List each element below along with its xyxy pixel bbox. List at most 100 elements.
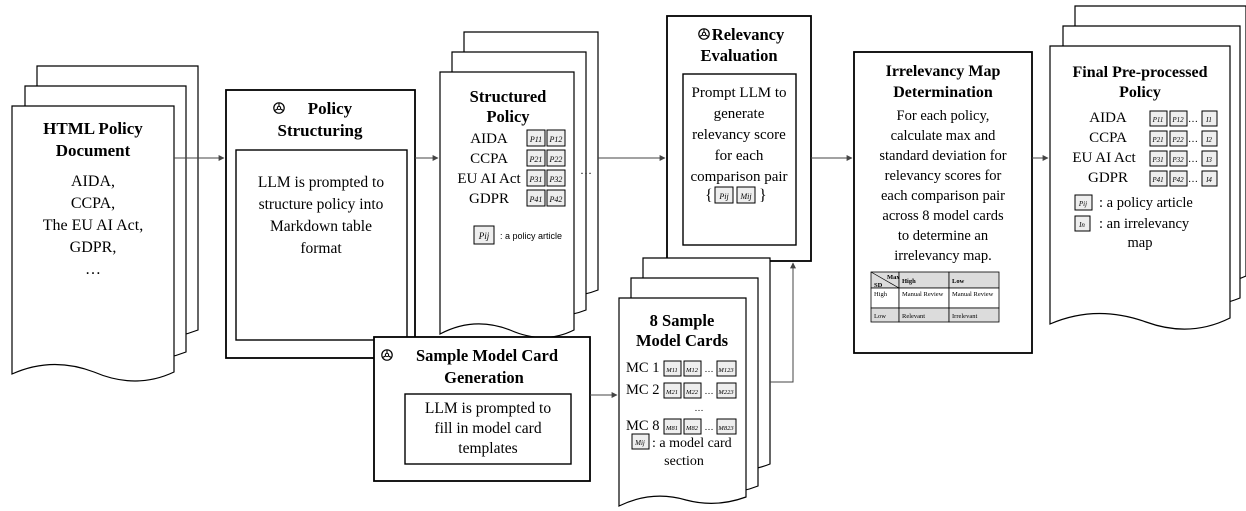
smc-cell: M123: [717, 367, 734, 374]
policy-structuring-body-1: LLM is prompted to: [258, 174, 384, 191]
policy-structuring-body-3: Markdown table: [270, 218, 372, 235]
structured-row-label-ccpa: CCPA: [470, 151, 508, 167]
arrow-cards-to-relevancy: [770, 262, 796, 383]
smc-cell: M12: [685, 367, 699, 374]
structured-policy-title-1: Structured: [470, 87, 547, 106]
final-row-label-gdpr: GDPR: [1088, 170, 1128, 186]
pair-cell-policy: Pij: [718, 192, 729, 201]
smc-cell: M82: [685, 425, 699, 432]
final-row-label-euaiact: EU AI Act: [1072, 150, 1136, 166]
pair-brace-left: {: [705, 187, 713, 204]
smc-cell: M21: [665, 389, 678, 396]
irrelevancy-table: Max SD High Low High Manual Review Manua…: [870, 271, 1000, 323]
smc-cell: M81: [665, 425, 678, 432]
structured-ellipsis: …: [580, 163, 592, 177]
html-doc-line-ccpa: CCPA,: [71, 195, 115, 212]
table-row-low: Low: [874, 313, 886, 320]
legend-cell: Pij: [478, 231, 490, 241]
final-legend-policy: : a policy article: [1099, 195, 1193, 211]
smc-row-label-mc8: MC 8: [626, 418, 659, 434]
final-legend-cell: In: [1078, 221, 1085, 229]
structured-policy-title-2: Policy: [486, 107, 530, 126]
html-doc-line-euaiact: The EU AI Act,: [43, 217, 143, 234]
final-dots: …: [1188, 174, 1198, 185]
table-row-high: High: [874, 291, 888, 298]
policy-cell: P21: [529, 155, 543, 164]
irrelevancy-body-3: standard deviation for: [879, 148, 1006, 164]
structured-legend-text: : a policy article: [500, 231, 562, 241]
html-doc-title-2: Document: [56, 141, 131, 160]
connectors: [174, 155, 1049, 398]
html-doc-line-gdpr: GDPR,: [70, 239, 117, 256]
irrelevancy-body-4: relevancy scores for: [885, 168, 1002, 184]
final-cell: P31: [1151, 156, 1163, 164]
table-col-low: Low: [952, 278, 965, 285]
irrelevancy-title-1: Irrelevancy Map: [886, 63, 1001, 80]
smc-cell: M22: [685, 389, 699, 396]
final-cell: P41: [1151, 176, 1163, 184]
relevancy-title-2: Evaluation: [700, 46, 777, 65]
smc-dots: …: [705, 422, 714, 432]
table-col-high: High: [902, 278, 916, 285]
relevancy-body-1: Prompt LLM to: [691, 85, 786, 101]
relevancy-body-2: generate: [714, 106, 765, 122]
relevancy-body-5: comparison pair: [690, 169, 787, 185]
policy-cell: P31: [529, 175, 543, 184]
irrelevancy-body-8: irrelevancy map.: [894, 248, 991, 264]
mcg-title-2: Generation: [444, 368, 524, 387]
mcg-body-3: templates: [458, 440, 517, 457]
smc-row-label-mc1: MC 1: [626, 360, 659, 376]
final-policy-stack: Final Pre-processed Policy AIDA CCPA EU …: [1049, 5, 1246, 330]
policy-cell: P41: [529, 195, 543, 204]
final-legend-cell: Pij: [1078, 200, 1087, 208]
mcg-body-1: LLM is prompted to: [425, 400, 551, 417]
smc-dots: …: [695, 403, 704, 413]
html-doc-line-aida: AIDA,: [71, 173, 115, 190]
final-legend-irrelevancy-2: map: [1128, 235, 1153, 251]
final-cell: P21: [1151, 136, 1163, 144]
final-cell: I2: [1205, 136, 1212, 144]
smc-legend-text-1: : a model card: [652, 436, 732, 451]
relevancy-body-3: relevancy score: [692, 127, 786, 143]
smc-cell: M11: [665, 367, 677, 374]
final-dots: …: [1188, 134, 1198, 145]
final-legend-irrelevancy-1: : an irrelevancy: [1099, 216, 1190, 232]
policy-structuring-title-2: Structuring: [278, 121, 364, 140]
structured-policy-stack: Structured Policy AIDA CCPA EU AI Act GD…: [439, 31, 599, 339]
pair-cell-model: Mij: [739, 192, 752, 201]
irrelevancy-body-1: For each policy,: [897, 108, 990, 124]
table-cell-low-low: Irrelevant: [952, 313, 977, 320]
html-doc-title-1: HTML Policy: [43, 119, 143, 138]
final-cell: I1: [1205, 116, 1212, 124]
final-cell: I3: [1205, 156, 1212, 164]
smc-legend-cell: Mij: [634, 439, 645, 447]
policy-cell: P32: [549, 175, 563, 184]
policy-structuring-body-2: structure policy into: [259, 196, 384, 213]
table-cell-high-high: Manual Review: [902, 291, 944, 298]
policy-structuring-title-1: Policy: [308, 99, 353, 118]
smc-cell: M823: [717, 425, 734, 432]
irrelevancy-body-2: calculate max and: [891, 128, 996, 144]
final-dots: …: [1188, 154, 1198, 165]
irrelevancy-body-7: to determine an: [898, 228, 989, 244]
sample-model-cards-stack: 8 Sample Model Cards MC 1 MC 2 MC 8 M11 …: [618, 257, 771, 507]
mcg-body-2: fill in model card: [434, 420, 541, 437]
structured-row-label-euaiact: EU AI Act: [457, 171, 521, 187]
final-row-label-aida: AIDA: [1089, 110, 1127, 126]
smc-row-label-mc2: MC 2: [626, 382, 659, 398]
smc-dots: …: [705, 364, 714, 374]
policy-cell: P42: [549, 195, 563, 204]
smc-dots: …: [705, 386, 714, 396]
mcg-title-1: Sample Model Card: [416, 346, 558, 365]
policy-structuring-body-4: format: [300, 240, 342, 257]
html-doc-line-ellipsis: …: [85, 261, 101, 278]
final-row-label-ccpa: CCPA: [1089, 130, 1127, 146]
final-cell: P11: [1152, 116, 1164, 124]
relevancy-title-1: Relevancy: [712, 25, 785, 44]
final-cell: I4: [1205, 176, 1212, 184]
model-card-generation-box: Sample Model Card Generation LLM is prom…: [373, 336, 591, 482]
table-corner-sd: SD: [874, 282, 883, 289]
structured-row-label-aida: AIDA: [470, 131, 508, 147]
policy-cell: P11: [529, 135, 542, 144]
